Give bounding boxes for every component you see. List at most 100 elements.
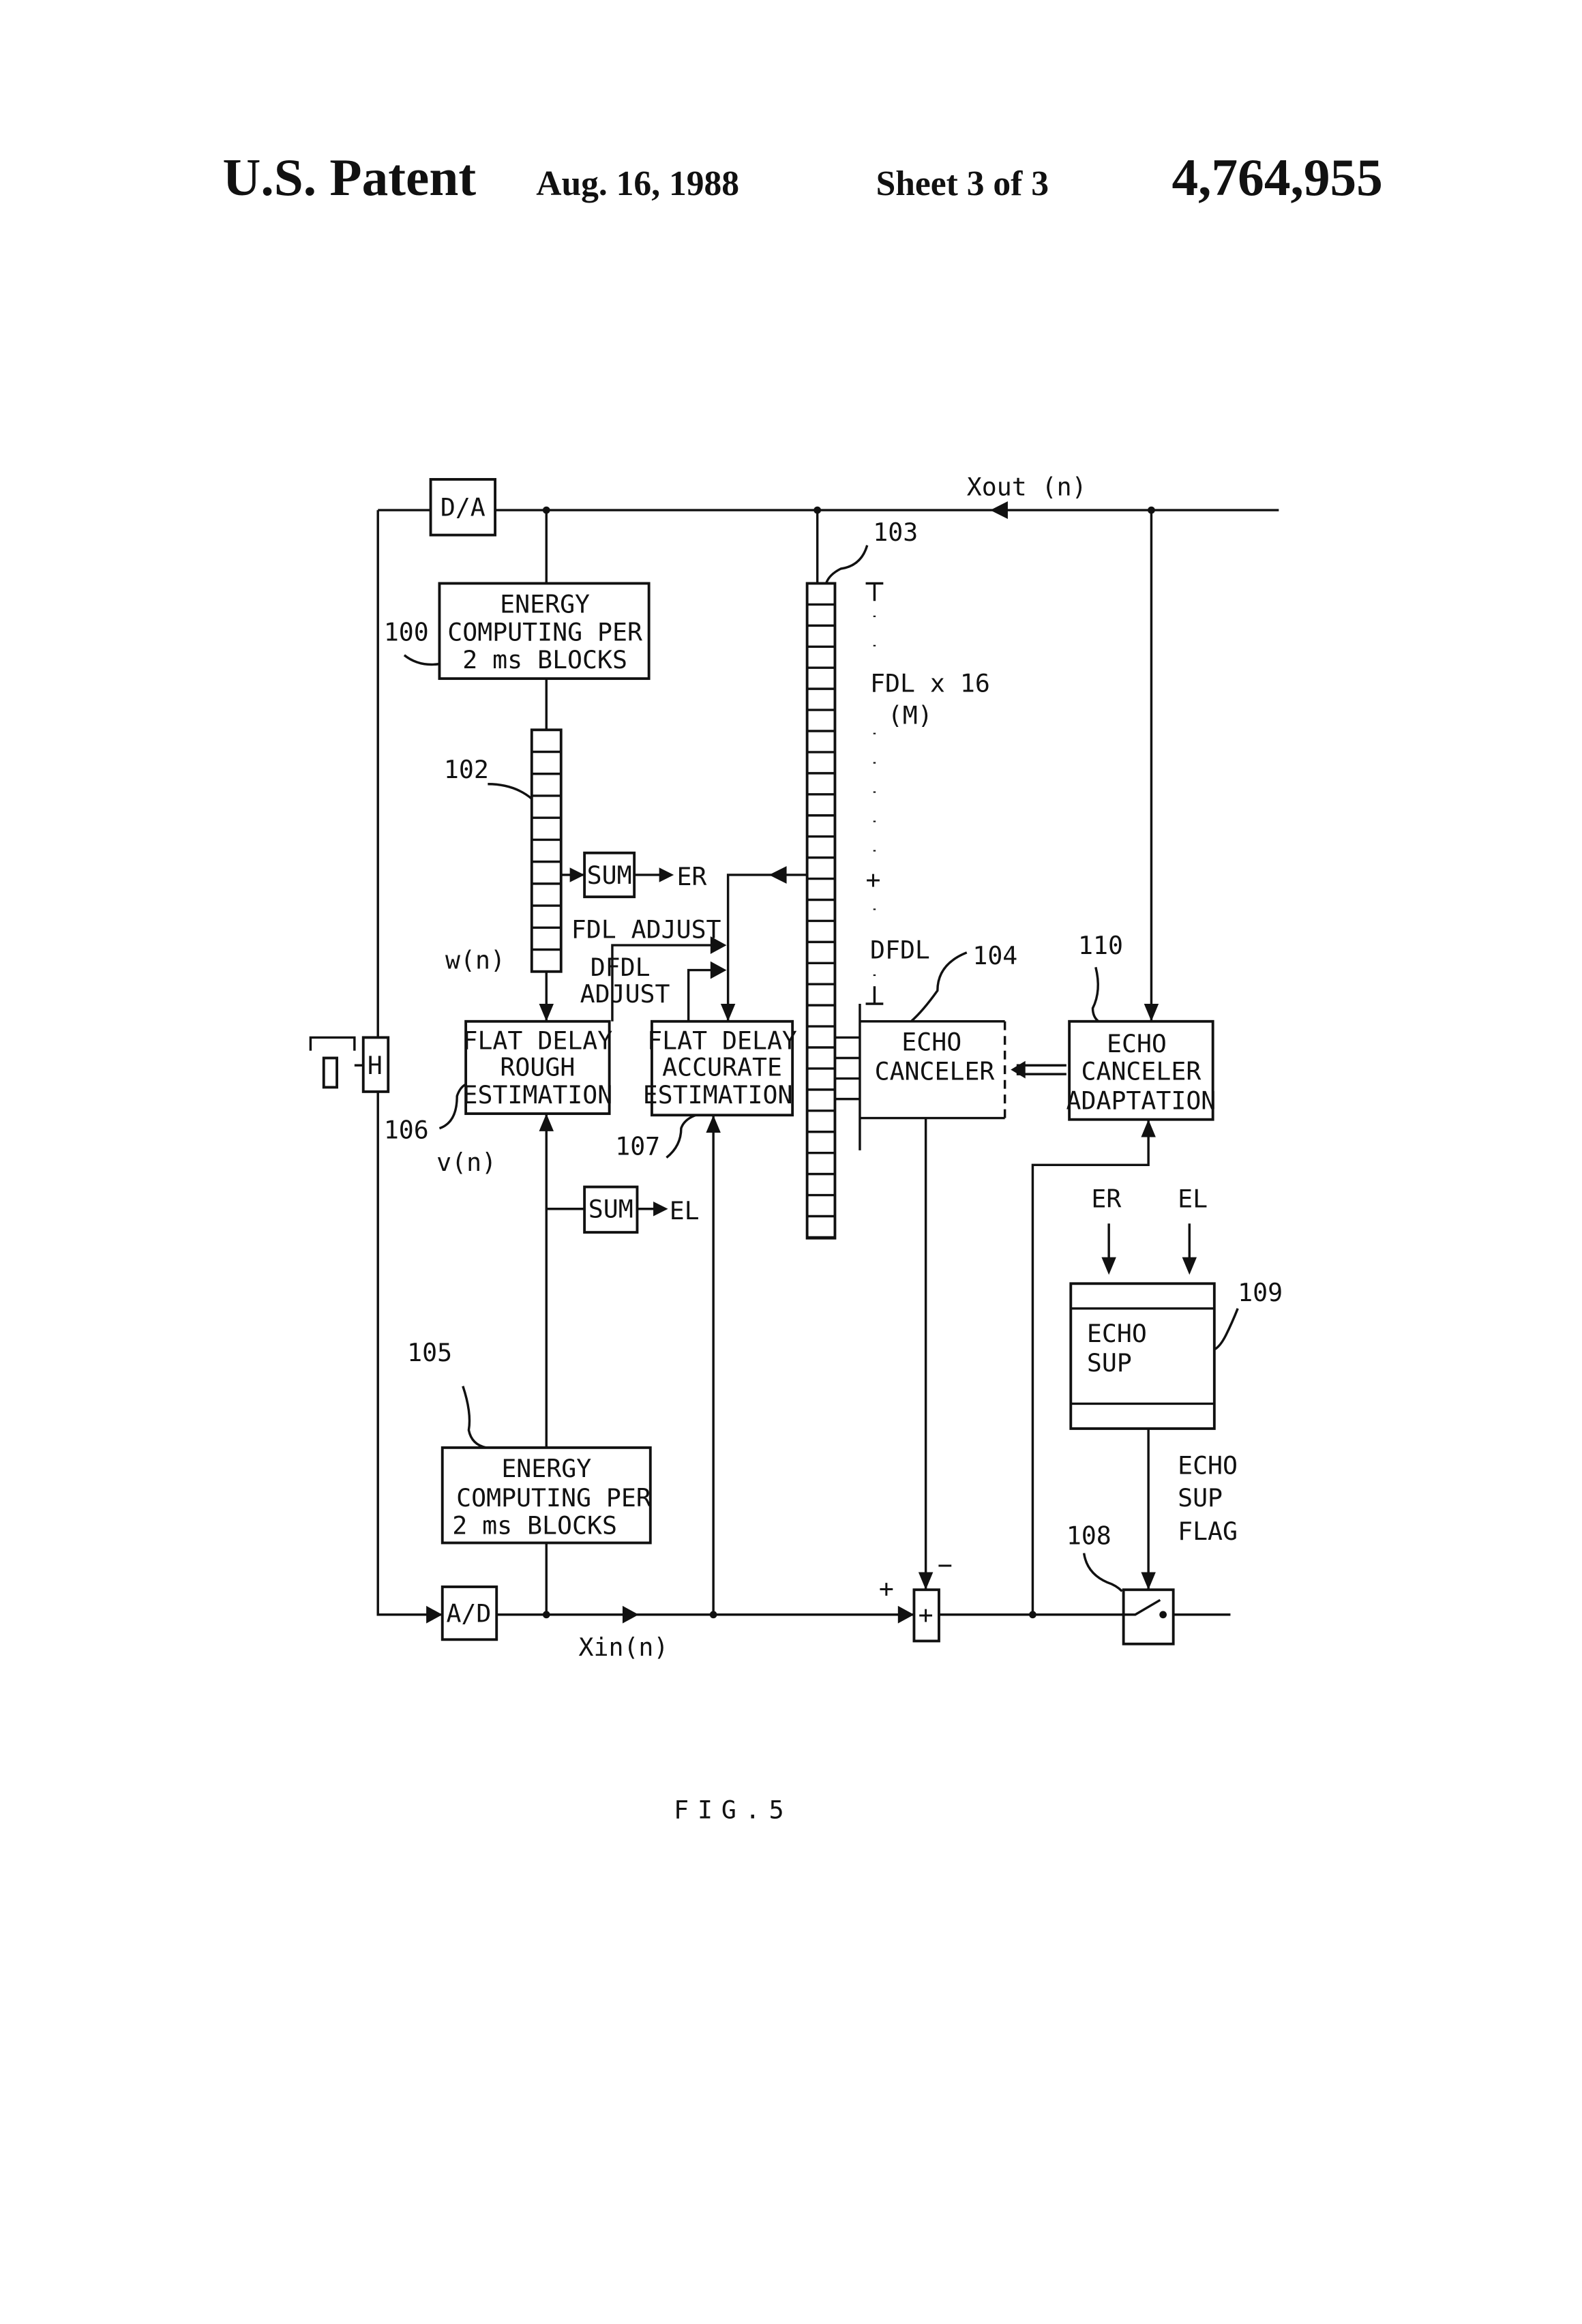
patent-label: U.S. Patent: [223, 148, 477, 207]
da-label: D/A: [441, 493, 486, 522]
svg-text:ACCURATE: ACCURATE: [662, 1052, 782, 1082]
svg-text:CANCELER: CANCELER: [875, 1057, 995, 1086]
shift-register-103: [807, 583, 835, 1238]
arrow-up-icon: [706, 1115, 720, 1133]
svg-text:103: 103: [873, 518, 918, 547]
flat-delay-accurate-estimation: FLAT DELAY ACCURATE ESTIMATION: [643, 1022, 797, 1115]
svg-text:ECHO: ECHO: [1107, 1029, 1167, 1058]
subtractor: +: [914, 1590, 939, 1641]
xin-label: Xin(n): [579, 1633, 669, 1662]
svg-text:ECHO: ECHO: [1178, 1451, 1238, 1480]
svg-text:FLAT DELAY: FLAT DELAY: [647, 1026, 797, 1056]
arrow-down-icon: [1144, 1004, 1159, 1022]
svg-text:−: −: [938, 1551, 953, 1580]
svg-text:SUM: SUM: [587, 861, 632, 890]
arrow-left-icon: [769, 866, 787, 884]
patent-number: 4,764,955: [1172, 148, 1383, 207]
svg-text:FDL ADJUST: FDL ADJUST: [571, 914, 721, 944]
svg-text:+: +: [866, 865, 881, 894]
arrow-left-icon: [990, 501, 1008, 519]
svg-text:COMPUTING PER: COMPUTING PER: [456, 1483, 651, 1513]
arrow-down-icon: [721, 1004, 735, 1022]
svg-text:102: 102: [444, 755, 489, 784]
patent-date: Aug. 16, 1988: [536, 164, 739, 203]
ad-converter: A/D: [443, 1587, 496, 1639]
svg-text:DFDL: DFDL: [591, 953, 651, 982]
echo-canceler-adaptation: ECHO CANCELER ADAPTATION: [1066, 1022, 1217, 1120]
h-label: H: [368, 1051, 383, 1080]
sum-er: SUM: [584, 853, 634, 897]
svg-text:107: 107: [615, 1131, 660, 1161]
ad-label: A/D: [446, 1599, 491, 1628]
svg-text:SUP: SUP: [1178, 1483, 1223, 1513]
arrow-down-icon: [1182, 1257, 1197, 1275]
arrow-right-icon: [898, 1606, 914, 1624]
echo-canceler: ECHO CANCELER: [860, 1022, 1005, 1118]
sheet-number: Sheet 3 of 3: [876, 164, 1049, 203]
arrow-down-icon: [919, 1572, 933, 1590]
svg-text:ADAPTATION: ADAPTATION: [1066, 1086, 1217, 1116]
arrow-up-icon: [539, 1114, 554, 1131]
svg-text:ESTIMATION: ESTIMATION: [643, 1080, 793, 1109]
svg-text:DFDL: DFDL: [870, 935, 930, 964]
arrow-right-icon: [711, 962, 727, 979]
svg-text:SUP: SUP: [1087, 1348, 1132, 1377]
arrow-down-icon: [539, 1004, 554, 1022]
figure-caption: FIG.5: [674, 1795, 792, 1824]
arrow-up-icon: [1141, 1120, 1155, 1137]
da-converter: D/A: [431, 479, 496, 535]
switch-108: [1124, 1590, 1174, 1643]
svg-text:+: +: [919, 1600, 934, 1630]
energy-computing-105: ENERGY COMPUTING PER 2 ms BLOCKS: [443, 1448, 651, 1543]
svg-text:+: +: [879, 1574, 894, 1603]
svg-text:105: 105: [407, 1338, 452, 1367]
arrow-down-icon: [1141, 1572, 1155, 1590]
arrow-down-icon: [1101, 1257, 1116, 1275]
hybrid-h: H: [310, 1037, 388, 1091]
svg-text:106: 106: [384, 1116, 429, 1145]
svg-text:ER: ER: [1091, 1185, 1121, 1214]
svg-text:108: 108: [1066, 1521, 1111, 1551]
svg-text:FLAT DELAY: FLAT DELAY: [462, 1026, 612, 1056]
svg-text:2 ms BLOCKS: 2 ms BLOCKS: [452, 1511, 617, 1540]
arrow-right-icon: [570, 867, 584, 882]
arrow-right-icon: [426, 1606, 443, 1624]
register-frame: [807, 583, 835, 1238]
svg-text:ADJUST: ADJUST: [580, 979, 670, 1009]
svg-text:104: 104: [972, 941, 1017, 970]
svg-text:SUM: SUM: [588, 1195, 633, 1224]
svg-text:100: 100: [384, 617, 429, 646]
svg-text:FDL x 16: FDL x 16: [870, 668, 990, 698]
svg-text:FLAG: FLAG: [1178, 1517, 1238, 1546]
svg-text:CANCELER: CANCELER: [1081, 1057, 1202, 1086]
svg-text:EL: EL: [670, 1196, 700, 1225]
svg-text:109: 109: [1238, 1278, 1283, 1307]
register-frame: [532, 730, 561, 971]
svg-text:2 ms BLOCKS: 2 ms BLOCKS: [462, 645, 627, 674]
svg-text:ENERGY: ENERGY: [501, 1454, 591, 1483]
arrow-right-icon: [653, 1202, 668, 1216]
svg-text:EL: EL: [1178, 1185, 1208, 1214]
shift-register-102: [532, 730, 561, 971]
svg-text:ESTIMATION: ESTIMATION: [462, 1080, 612, 1109]
svg-text:ROUGH: ROUGH: [500, 1052, 575, 1082]
svg-text:110: 110: [1078, 931, 1123, 960]
svg-text:(M): (M): [888, 701, 933, 730]
energy-computing-100: ENERGY COMPUTING PER 2 ms BLOCKS: [439, 583, 648, 679]
sum-el: SUM: [584, 1187, 637, 1233]
flat-delay-rough-estimation: FLAT DELAY ROUGH ESTIMATION: [462, 1022, 612, 1114]
svg-text:ER: ER: [676, 862, 706, 891]
svg-text:ECHO: ECHO: [1087, 1319, 1147, 1348]
vn-label: v(n): [436, 1148, 496, 1177]
arrow-right-icon: [623, 1606, 639, 1624]
wn-label: w(n): [445, 945, 505, 974]
svg-text:COMPUTING PER: COMPUTING PER: [447, 617, 642, 646]
arrow-right-icon: [659, 867, 674, 882]
xout-label: Xout (n): [967, 473, 1087, 502]
arrow-left-icon: [1011, 1061, 1025, 1079]
echo-suppressor: ECHO SUP: [1071, 1283, 1214, 1429]
svg-text:ECHO: ECHO: [901, 1028, 961, 1057]
svg-text:ENERGY: ENERGY: [500, 589, 590, 619]
